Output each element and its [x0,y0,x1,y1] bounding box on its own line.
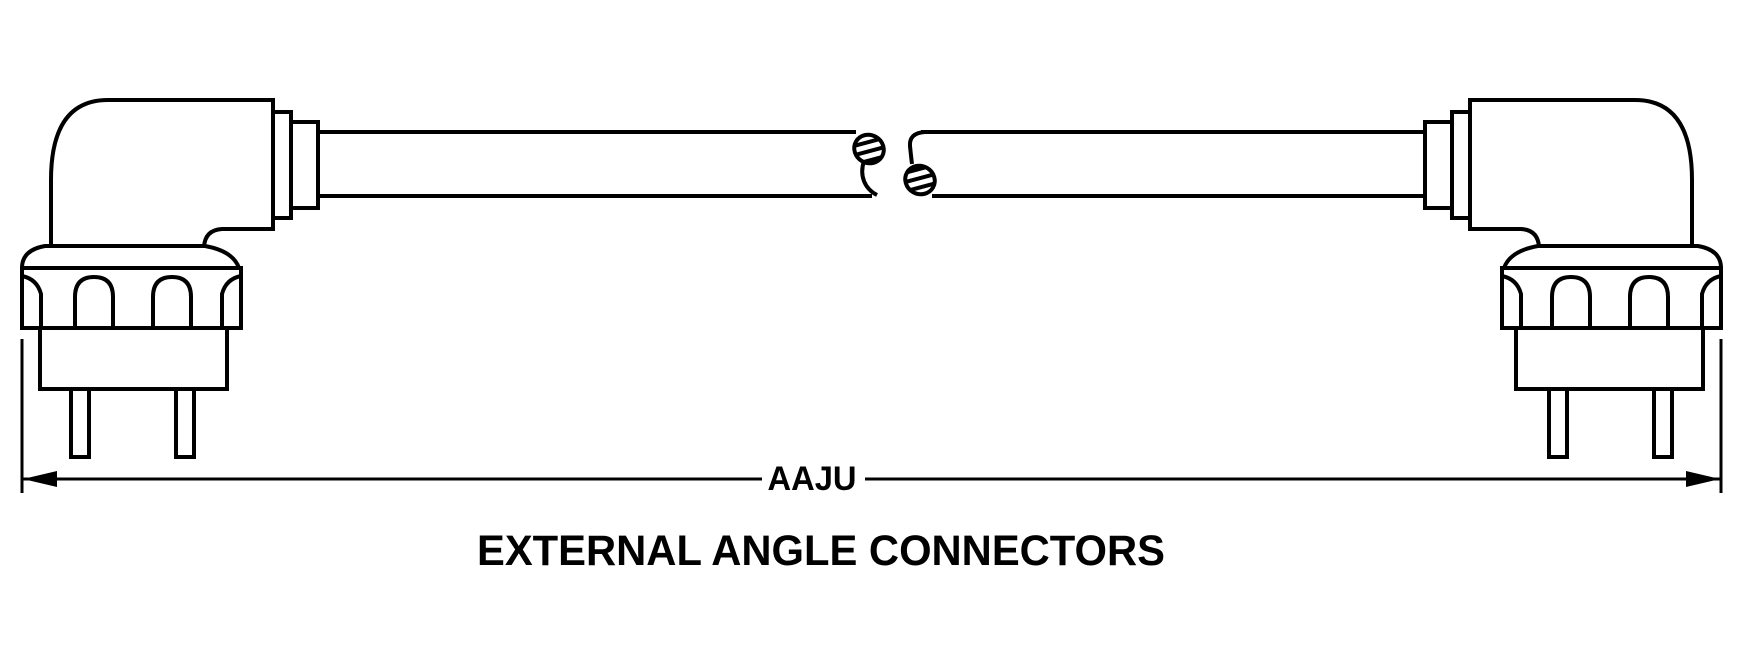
right-angle-connector [1423,98,1723,459]
dimension-arrowhead-left [23,471,57,487]
cable-break-cross-section-right [903,163,937,197]
cable-break-cross-section-left [852,132,886,166]
dimension-callout [20,339,1723,493]
cable-break-curve-right [907,130,926,165]
cable-break-curve-left [860,160,879,197]
figure-title: EXTERNAL ANGLE CONNECTORS [477,527,1165,575]
dimension-arrowhead-right [1686,471,1720,487]
cable [318,130,1426,198]
dimension-label: AAJU [768,460,857,498]
left-angle-connector [20,98,320,459]
